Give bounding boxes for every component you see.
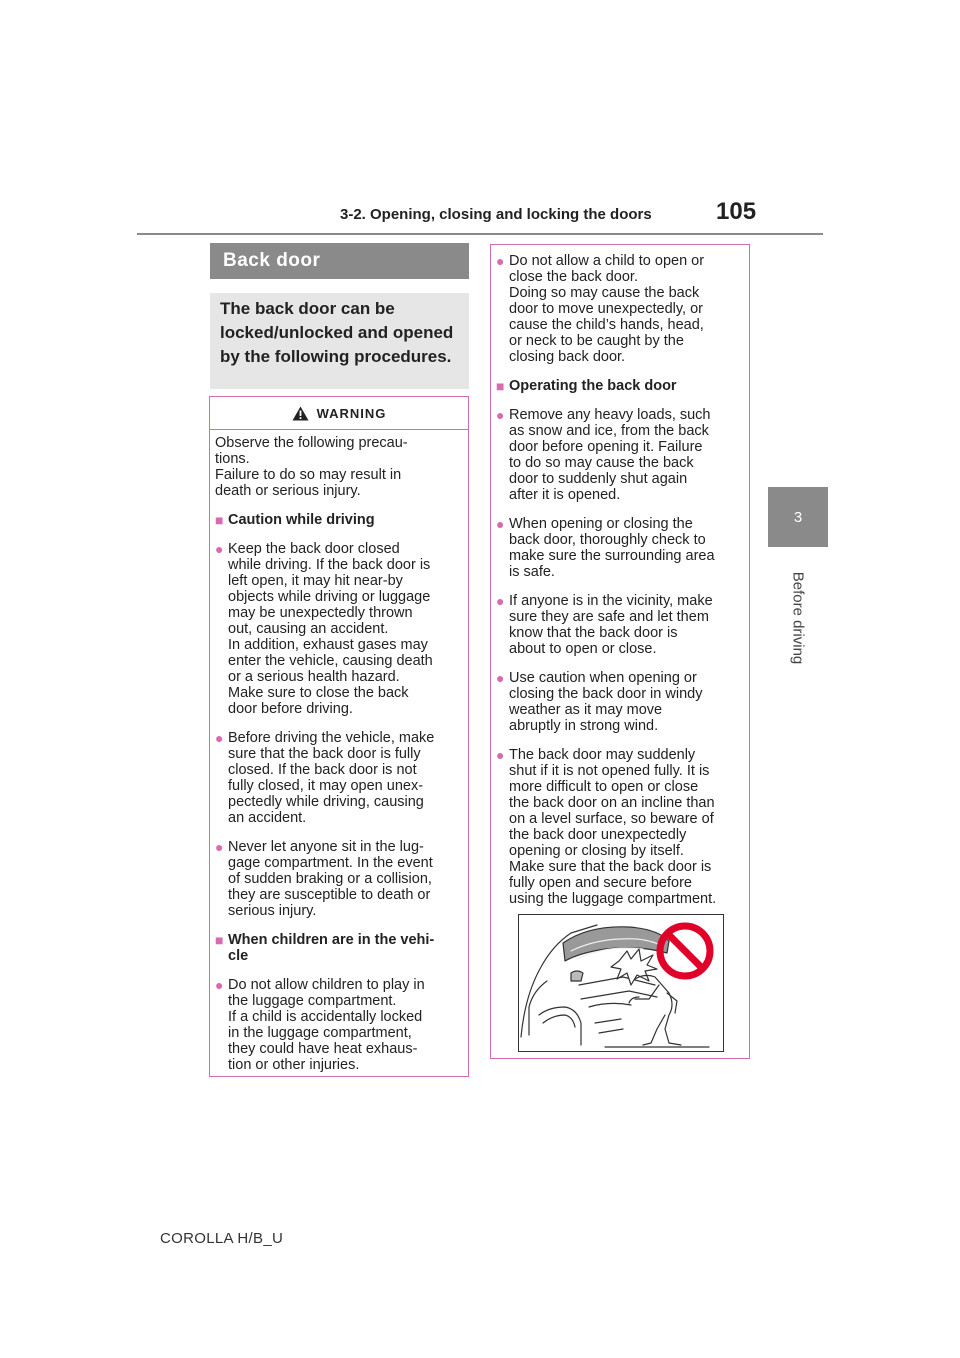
list-item: ● If anyone is in the vicinity, make sur… xyxy=(496,593,713,657)
warning-header: WARNING xyxy=(210,397,468,430)
warning-box: WARNING Observe the following precau- ti… xyxy=(209,396,469,1077)
circle-bullet-icon: ● xyxy=(496,593,505,609)
circle-bullet-icon: ● xyxy=(215,839,224,855)
square-marker-icon: ■ xyxy=(215,512,224,528)
circle-bullet-icon: ● xyxy=(215,977,224,993)
list-item: ● Do not allow a child to open or close … xyxy=(496,253,705,365)
chapter-tab: 3 xyxy=(768,487,828,547)
warning-continued-box: ● Do not allow a child to open or close … xyxy=(490,244,750,1059)
subheading: ■ When children are in the vehi- cle xyxy=(215,932,435,964)
page-number: 105 xyxy=(716,198,757,225)
list-item: ● Before driving the vehicle, make sure … xyxy=(215,730,435,826)
square-marker-icon: ■ xyxy=(496,378,505,394)
footer-model: COROLLA H/B_U xyxy=(160,1230,284,1247)
circle-bullet-icon: ● xyxy=(496,670,505,686)
prohibition-sign-icon xyxy=(656,922,714,980)
section-title: Back door xyxy=(210,243,469,279)
car-back-door-drawing xyxy=(520,924,710,1048)
warning-label: WARNING xyxy=(316,405,387,421)
header-title: 3-2. Opening, closing and locking the do… xyxy=(340,206,652,223)
back-door-illustration xyxy=(518,914,724,1052)
circle-bullet-icon: ● xyxy=(496,747,505,763)
warning-intro: Observe the following precau- tions. Fai… xyxy=(215,435,408,499)
circle-bullet-icon: ● xyxy=(496,407,505,423)
list-item: ● Do not allow children to play in the l… xyxy=(215,977,425,1073)
circle-bullet-icon: ● xyxy=(496,516,505,532)
list-item: ● Never let anyone sit in the lug- gage … xyxy=(215,839,433,919)
subheading: ■ Caution while driving xyxy=(215,512,375,528)
subheading: ■ Operating the back door xyxy=(496,378,677,394)
chapter-title: Before driving xyxy=(789,571,807,665)
circle-bullet-icon: ● xyxy=(215,730,224,746)
list-item: ● Keep the back door closed while drivin… xyxy=(215,541,433,717)
circle-bullet-icon: ● xyxy=(496,253,505,269)
square-marker-icon: ■ xyxy=(215,932,224,948)
list-item: ● Remove any heavy loads, such as snow a… xyxy=(496,407,711,503)
warning-body: Observe the following precau- tions. Fai… xyxy=(210,430,468,1073)
list-item: ● Use caution when opening or closing th… xyxy=(496,670,703,734)
list-item: ● The back door may suddenly shut if it … xyxy=(496,747,717,907)
section-intro: The back door can be locked/unlocked and… xyxy=(210,293,469,389)
chapter-number: 3 xyxy=(793,508,803,526)
header-rule xyxy=(137,233,823,235)
list-item: ● When opening or closing the back door,… xyxy=(496,516,715,580)
circle-bullet-icon: ● xyxy=(215,541,224,557)
warning-triangle-icon xyxy=(292,406,309,420)
